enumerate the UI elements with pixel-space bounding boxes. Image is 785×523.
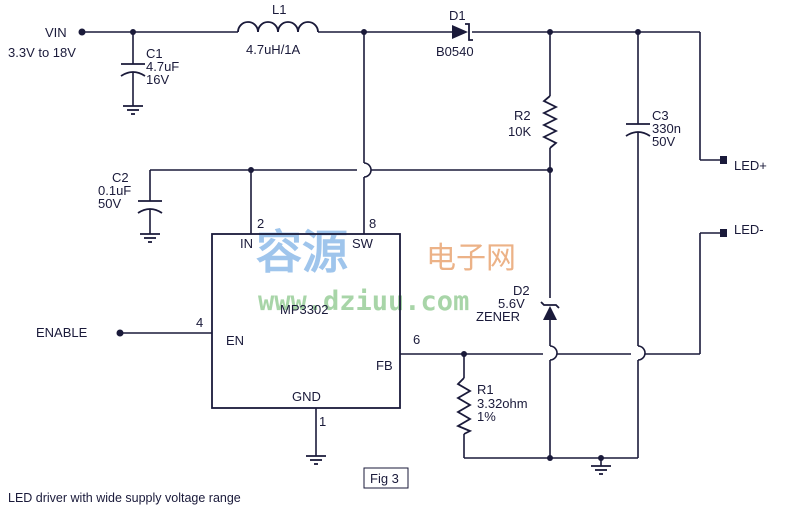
- c3-name: C3: [652, 108, 669, 123]
- pin-en-label: EN: [226, 333, 244, 348]
- ic-part-label: MP3302: [280, 302, 328, 317]
- pin-in-number: 2: [257, 216, 264, 231]
- diode-d1: [452, 23, 473, 41]
- r2-name: R2: [514, 108, 531, 123]
- ic-pin-labels: MP3302 IN 2 SW 8 EN 4 FB 6 GND 1: [196, 216, 420, 429]
- r1-name: R1: [477, 382, 494, 397]
- d2-type: ZENER: [476, 309, 520, 324]
- pin-sw-label: SW: [352, 236, 374, 251]
- c2-name: C2: [112, 170, 129, 185]
- c2-value: 0.1uF: [98, 183, 131, 198]
- r1-tolerance: 1%: [477, 409, 496, 424]
- figure-label: Fig 3: [370, 471, 399, 486]
- component-labels: VIN 3.3V to 18V C1 4.7uF 16V L1 4.7uH/1A…: [8, 2, 767, 424]
- r2-value: 10K: [508, 124, 531, 139]
- d2-value: 5.6V: [498, 296, 525, 311]
- enable-terminal[interactable]: [116, 329, 124, 337]
- c2-voltage: 50V: [98, 196, 121, 211]
- figure-label-box: Fig 3: [363, 467, 409, 489]
- c3-value: 330n: [652, 121, 681, 136]
- vin-label: VIN: [45, 25, 67, 40]
- led-plus-label: LED+: [734, 158, 767, 173]
- c1-voltage: 16V: [146, 72, 169, 87]
- vin-range-label: 3.3V to 18V: [8, 45, 76, 60]
- c1-name: C1: [146, 46, 163, 61]
- resistor-r1: [455, 377, 473, 435]
- capacitor-c1: [120, 63, 146, 77]
- pin-fb-number: 6: [413, 332, 420, 347]
- capacitor-c3: [625, 123, 651, 137]
- watermark-url: www.dziuu.com: [258, 286, 469, 317]
- vin-terminal[interactable]: [78, 28, 86, 36]
- d2-name: D2: [513, 283, 530, 298]
- led-minus-terminal[interactable]: [720, 229, 727, 237]
- pin-sw-number: 8: [369, 216, 376, 231]
- pin-gnd-label: GND: [292, 389, 321, 404]
- watermark-subtitle: 电子网: [426, 241, 516, 276]
- ground-symbol-ic: [306, 455, 326, 465]
- l1-name: L1: [272, 2, 286, 17]
- figure-caption: LED driver with wide supply voltage rang…: [8, 491, 241, 505]
- c3-voltage: 50V: [652, 134, 675, 149]
- led-minus-label: LED-: [734, 222, 764, 237]
- enable-label: ENABLE: [36, 325, 88, 340]
- ground-symbol-output: [591, 465, 611, 475]
- l1-value: 4.7uH/1A: [246, 42, 301, 57]
- c1-value: 4.7uF: [146, 59, 179, 74]
- pin-gnd-number: 1: [319, 414, 326, 429]
- ground-symbol-c1: [123, 105, 143, 115]
- d1-part: B0540: [436, 44, 474, 59]
- pin-in-label: IN: [240, 236, 253, 251]
- capacitor-c2: [137, 200, 163, 214]
- ic-mp3302-body: [211, 233, 401, 409]
- led-plus-terminal[interactable]: [720, 156, 727, 164]
- inductor-l1: [237, 21, 319, 33]
- zener-d2: [540, 301, 560, 320]
- junction-dots: [130, 29, 641, 461]
- wires: [82, 31, 720, 466]
- ground-symbol-c2: [140, 233, 160, 243]
- d1-name: D1: [449, 8, 466, 23]
- resistor-r2: [541, 95, 559, 149]
- pin-en-number: 4: [196, 315, 203, 330]
- pin-fb-label: FB: [376, 358, 393, 373]
- r1-value: 3.32ohm: [477, 396, 528, 411]
